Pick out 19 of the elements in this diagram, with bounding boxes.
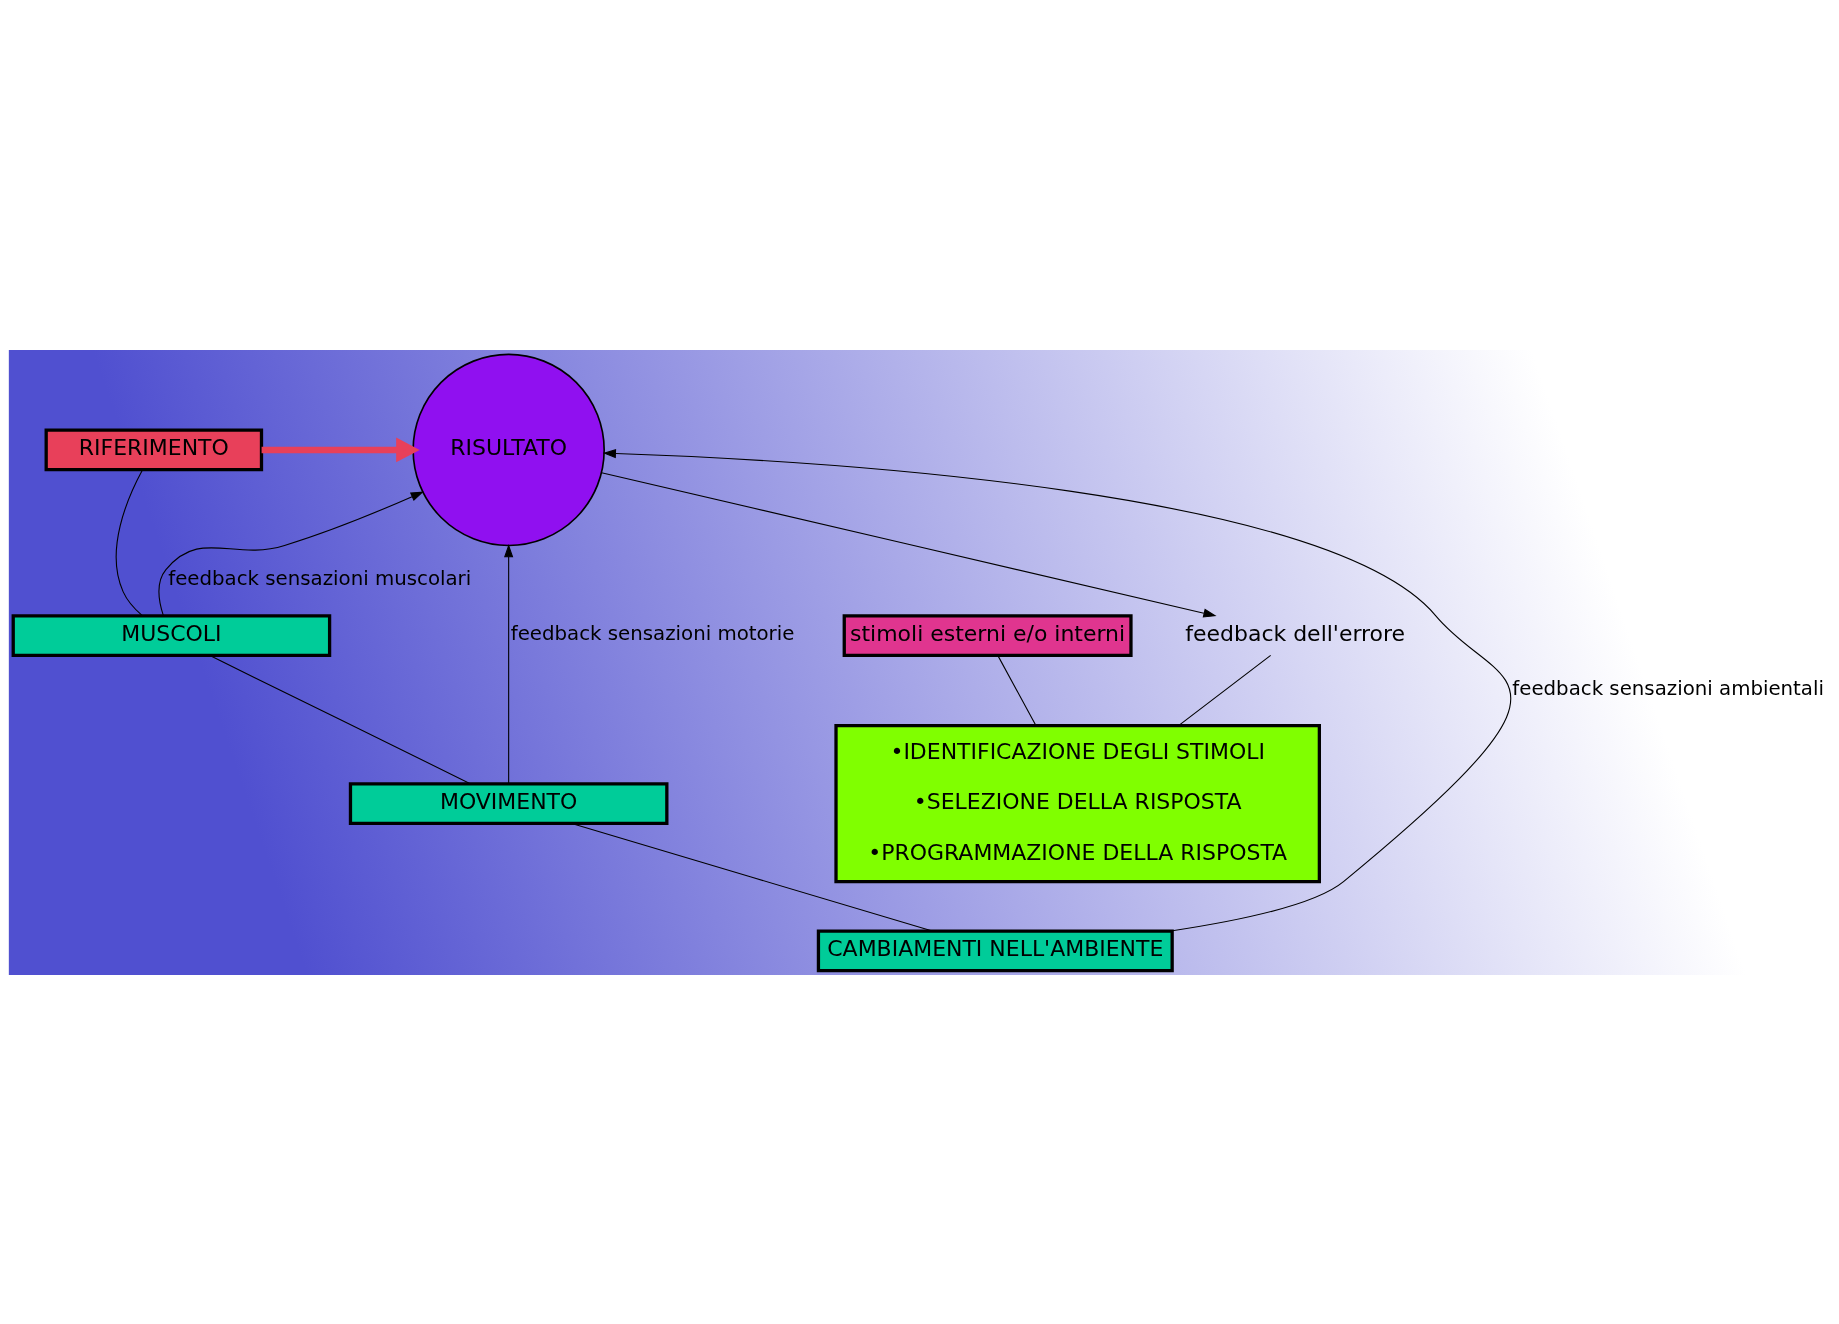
connector xyxy=(115,468,143,616)
arrow xyxy=(601,471,1217,618)
edge-label: feedback sensazioni ambientali xyxy=(1512,676,1824,700)
arrow xyxy=(261,437,420,462)
node-box: stimoli esterni e/o interni xyxy=(842,613,1133,657)
edge-label: feedback sensazioni motorie xyxy=(510,621,795,645)
connector xyxy=(997,654,1037,726)
edge-label: feedback sensazioni muscolari xyxy=(168,566,472,590)
node-circle: RISULTATO xyxy=(412,353,605,546)
node-box: MOVIMENTO xyxy=(348,781,669,825)
node-box: •IDENTIFICAZIONE DEGLI STIMOLI •SELEZIONE DELLA RISPOSTA •PROGRAMMAZIONE DELLA RISPOSTA xyxy=(834,723,1321,883)
node-text: feedback dell'errore xyxy=(1185,620,1406,646)
arrow xyxy=(602,448,1512,932)
node-box: CAMBIAMENTI NELL'AMBIENTE xyxy=(816,928,1174,972)
node-box: MUSCOLI xyxy=(11,613,332,657)
connector xyxy=(1178,654,1272,726)
arrow xyxy=(158,490,424,616)
arrow xyxy=(504,543,514,784)
node-box: RIFERIMENTO xyxy=(44,428,264,471)
